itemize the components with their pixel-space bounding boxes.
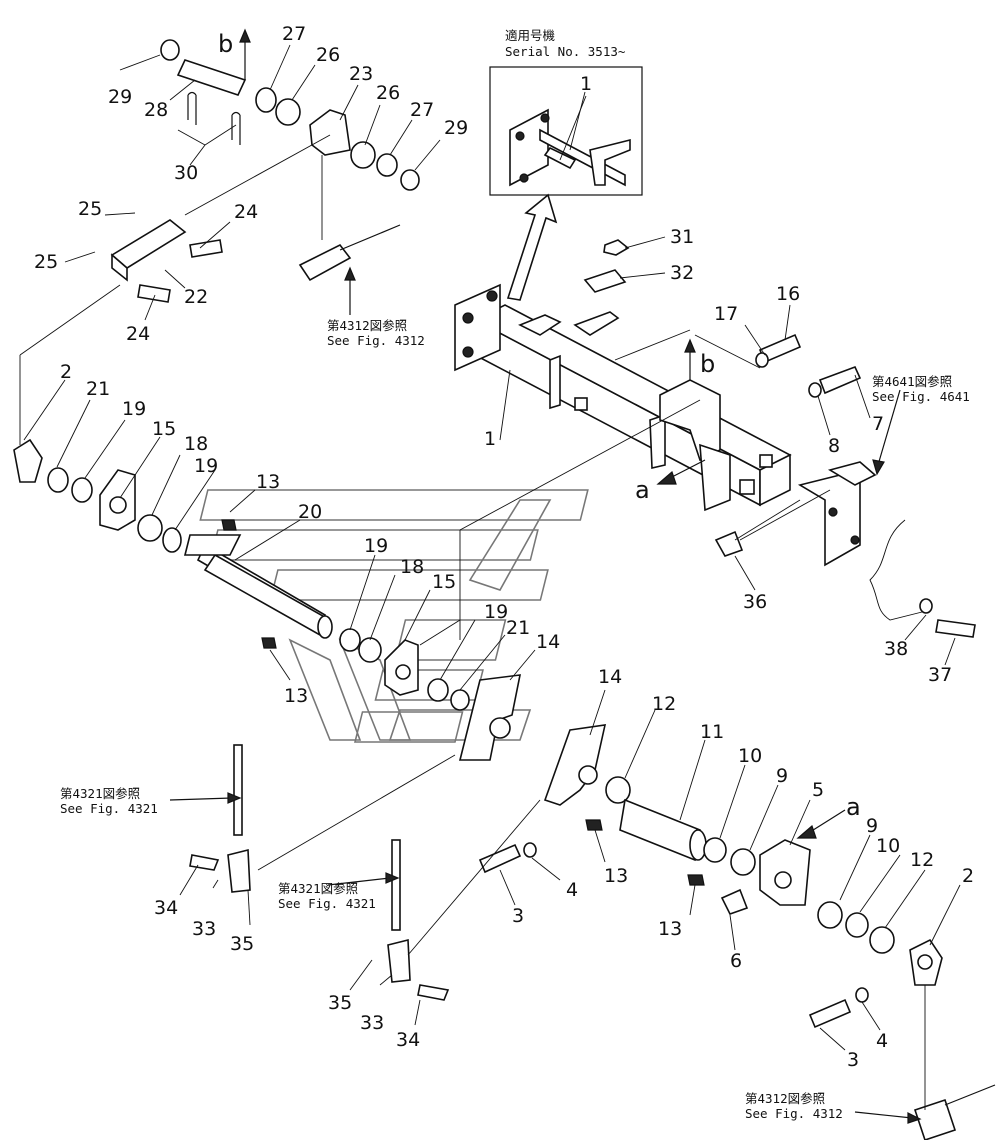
part-number-29-a: 29 bbox=[108, 86, 132, 108]
ref-fig4312-bottom-jp: 第4312図参照 bbox=[745, 1091, 825, 1106]
ref-fig4321-left-jp: 第4321図参照 bbox=[60, 786, 140, 801]
part-number-9-a: 9 bbox=[776, 765, 788, 787]
part-number-31: 31 bbox=[670, 226, 694, 248]
part-number-25-a: 25 bbox=[78, 198, 102, 220]
part-number-4-a: 4 bbox=[566, 879, 578, 901]
part-number-21-b: 21 bbox=[506, 617, 530, 639]
upper-linkage bbox=[110, 39, 420, 303]
part-number-16: 16 bbox=[776, 283, 800, 305]
ref-fig4312-top-jp: 第4312図参照 bbox=[327, 318, 407, 333]
part-number-15-a: 15 bbox=[152, 418, 176, 440]
part-number-1-main: 1 bbox=[484, 428, 496, 450]
part-number-28: 28 bbox=[144, 99, 168, 121]
shaft-assembly bbox=[13, 438, 470, 711]
ref-fig4641-jp: 第4641図参照 bbox=[872, 374, 952, 389]
part-number-24-a: 24 bbox=[234, 201, 258, 223]
part-number-25-b: 25 bbox=[34, 251, 58, 273]
part-number-14-b: 14 bbox=[598, 666, 622, 688]
part-number-19-d: 19 bbox=[484, 601, 508, 623]
part-number-13-d: 13 bbox=[658, 918, 682, 940]
part-number-18-b: 18 bbox=[400, 556, 424, 578]
marker-a-bracket: a bbox=[846, 793, 861, 821]
part-number-35-a: 35 bbox=[230, 933, 254, 955]
part-number-2-left: 2 bbox=[60, 361, 72, 383]
ref-fig4321-mid-jp: 第4321図参照 bbox=[278, 881, 358, 896]
part-number-7: 7 bbox=[872, 413, 884, 435]
part-number-12-a: 12 bbox=[652, 693, 676, 715]
part-number-24-b: 24 bbox=[126, 323, 150, 345]
part-number-5: 5 bbox=[812, 779, 824, 801]
inset-caption-en: Serial No. 3513~ bbox=[505, 44, 625, 59]
part-number-19-c: 19 bbox=[364, 535, 388, 557]
part-number-14-a: 14 bbox=[536, 631, 560, 653]
part-number-15-b: 15 bbox=[432, 571, 456, 593]
part-number-1-inset: 1 bbox=[580, 73, 592, 95]
part-number-23: 23 bbox=[349, 63, 373, 85]
part-number-8: 8 bbox=[828, 435, 840, 457]
part-number-6: 6 bbox=[730, 950, 742, 972]
bolts-and-washers bbox=[478, 239, 976, 1029]
ref-fig4641-en: See Fig. 4641 bbox=[872, 389, 970, 404]
part-number-38: 38 bbox=[884, 638, 908, 660]
part-number-36: 36 bbox=[743, 591, 767, 613]
part-number-30: 30 bbox=[174, 162, 198, 184]
part-number-2-right: 2 bbox=[962, 865, 974, 887]
ref-fig4312-top-en: See Fig. 4312 bbox=[327, 333, 425, 348]
part-number-4-b: 4 bbox=[876, 1030, 888, 1052]
part-number-33-b: 33 bbox=[360, 1012, 384, 1034]
part-number-3-a: 3 bbox=[512, 905, 524, 927]
watermark-logo bbox=[199, 489, 589, 743]
part-number-18-a: 18 bbox=[184, 433, 208, 455]
part-number-19-a: 19 bbox=[122, 398, 146, 420]
part-number-21-a: 21 bbox=[86, 378, 110, 400]
part-number-37: 37 bbox=[928, 664, 952, 686]
part-number-10-a: 10 bbox=[738, 745, 762, 767]
part-number-9-b: 9 bbox=[866, 815, 878, 837]
link-assemblies bbox=[189, 224, 996, 1140]
part-number-27-a: 27 bbox=[282, 23, 306, 45]
main-frame bbox=[454, 283, 877, 567]
part-number-12-b: 12 bbox=[910, 849, 934, 871]
part-number-labels: 1 1 2 2 3 3 4 4 5 6 7 8 9 9 10 10 11 12 … bbox=[34, 23, 974, 1071]
part-number-13-b: 13 bbox=[284, 685, 308, 707]
part-number-33-a: 33 bbox=[192, 918, 216, 940]
part-number-10-b: 10 bbox=[876, 835, 900, 857]
part-number-34-b: 34 bbox=[396, 1029, 420, 1051]
inset-caption-jp: 適用号機 bbox=[505, 28, 556, 43]
part-number-13-a: 13 bbox=[256, 471, 280, 493]
part-number-26-b: 26 bbox=[376, 82, 400, 104]
part-number-34-a: 34 bbox=[154, 897, 178, 919]
part-number-35-b: 35 bbox=[328, 992, 352, 1014]
part-number-27-b: 27 bbox=[410, 99, 434, 121]
part-number-32: 32 bbox=[670, 262, 694, 284]
inset-view bbox=[489, 66, 643, 196]
part-number-11: 11 bbox=[700, 721, 724, 743]
marker-b-top: b bbox=[218, 30, 233, 58]
part-number-17: 17 bbox=[714, 303, 738, 325]
part-number-22: 22 bbox=[184, 286, 208, 308]
ref-fig4321-mid-en: See Fig. 4321 bbox=[278, 896, 376, 911]
part-number-26-a: 26 bbox=[316, 44, 340, 66]
marker-b-frame: b bbox=[700, 350, 715, 378]
pointer-arrows bbox=[169, 28, 922, 1124]
inset-pointer-arrow bbox=[506, 193, 558, 301]
machine-outline bbox=[869, 519, 931, 621]
part-number-29-b: 29 bbox=[444, 117, 468, 139]
leader-lines bbox=[19, 44, 961, 1110]
lever-assembly bbox=[458, 674, 943, 986]
ref-fig4321-left-en: See Fig. 4321 bbox=[60, 801, 158, 816]
part-number-13-c: 13 bbox=[604, 865, 628, 887]
marker-a-frame: a bbox=[635, 476, 650, 504]
part-number-20: 20 bbox=[298, 501, 322, 523]
ref-fig4312-bottom-en: See Fig. 4312 bbox=[745, 1106, 843, 1121]
part-number-3-b: 3 bbox=[847, 1049, 859, 1071]
part-number-19-b: 19 bbox=[194, 455, 218, 477]
